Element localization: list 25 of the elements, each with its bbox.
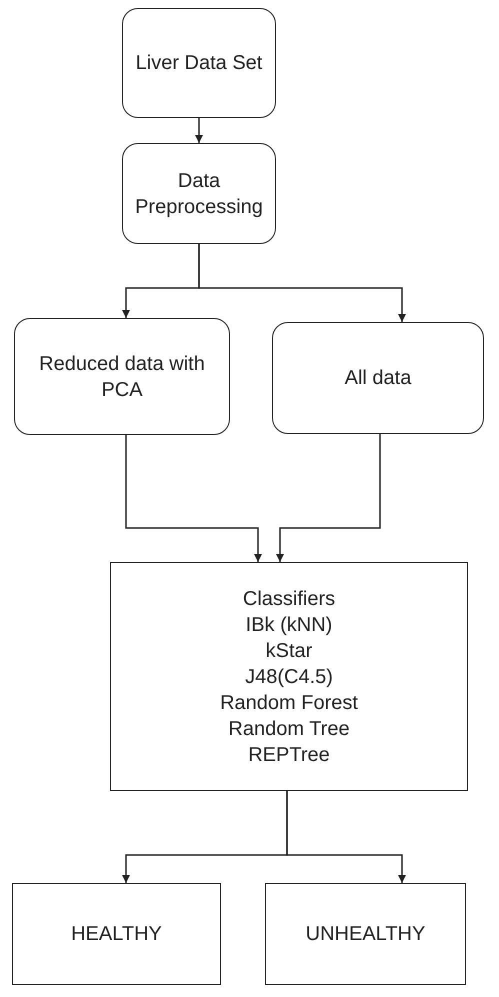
list-item: J48(C4.5) (245, 664, 333, 690)
node-label: HEALTHY (71, 922, 162, 947)
list-item: kStar (266, 638, 312, 664)
arrow (198, 244, 406, 322)
arrow (195, 118, 203, 143)
process-box (122, 8, 276, 118)
list-item: IBk (kNN) (246, 612, 332, 638)
list-item: REPTree (248, 742, 330, 768)
result-box (265, 883, 466, 985)
arrow (286, 791, 406, 883)
arrow (125, 435, 262, 562)
process-box (14, 318, 230, 435)
arrow (276, 434, 381, 562)
heading: Classifiers (242, 586, 336, 612)
node-label: Reduced data with PCA (38, 352, 206, 402)
node-label: All data (344, 366, 412, 391)
result-box (12, 883, 221, 985)
node-label: UNHEALTHY (306, 922, 426, 947)
process-box (272, 322, 484, 434)
node-label: Data Preprocessing (134, 168, 264, 220)
classifier-box (110, 562, 468, 791)
node-label: Liver Data Set (136, 51, 262, 76)
process-box (122, 143, 276, 244)
list-item: Random Forest (220, 690, 358, 716)
list-item: Random Tree (228, 716, 350, 742)
